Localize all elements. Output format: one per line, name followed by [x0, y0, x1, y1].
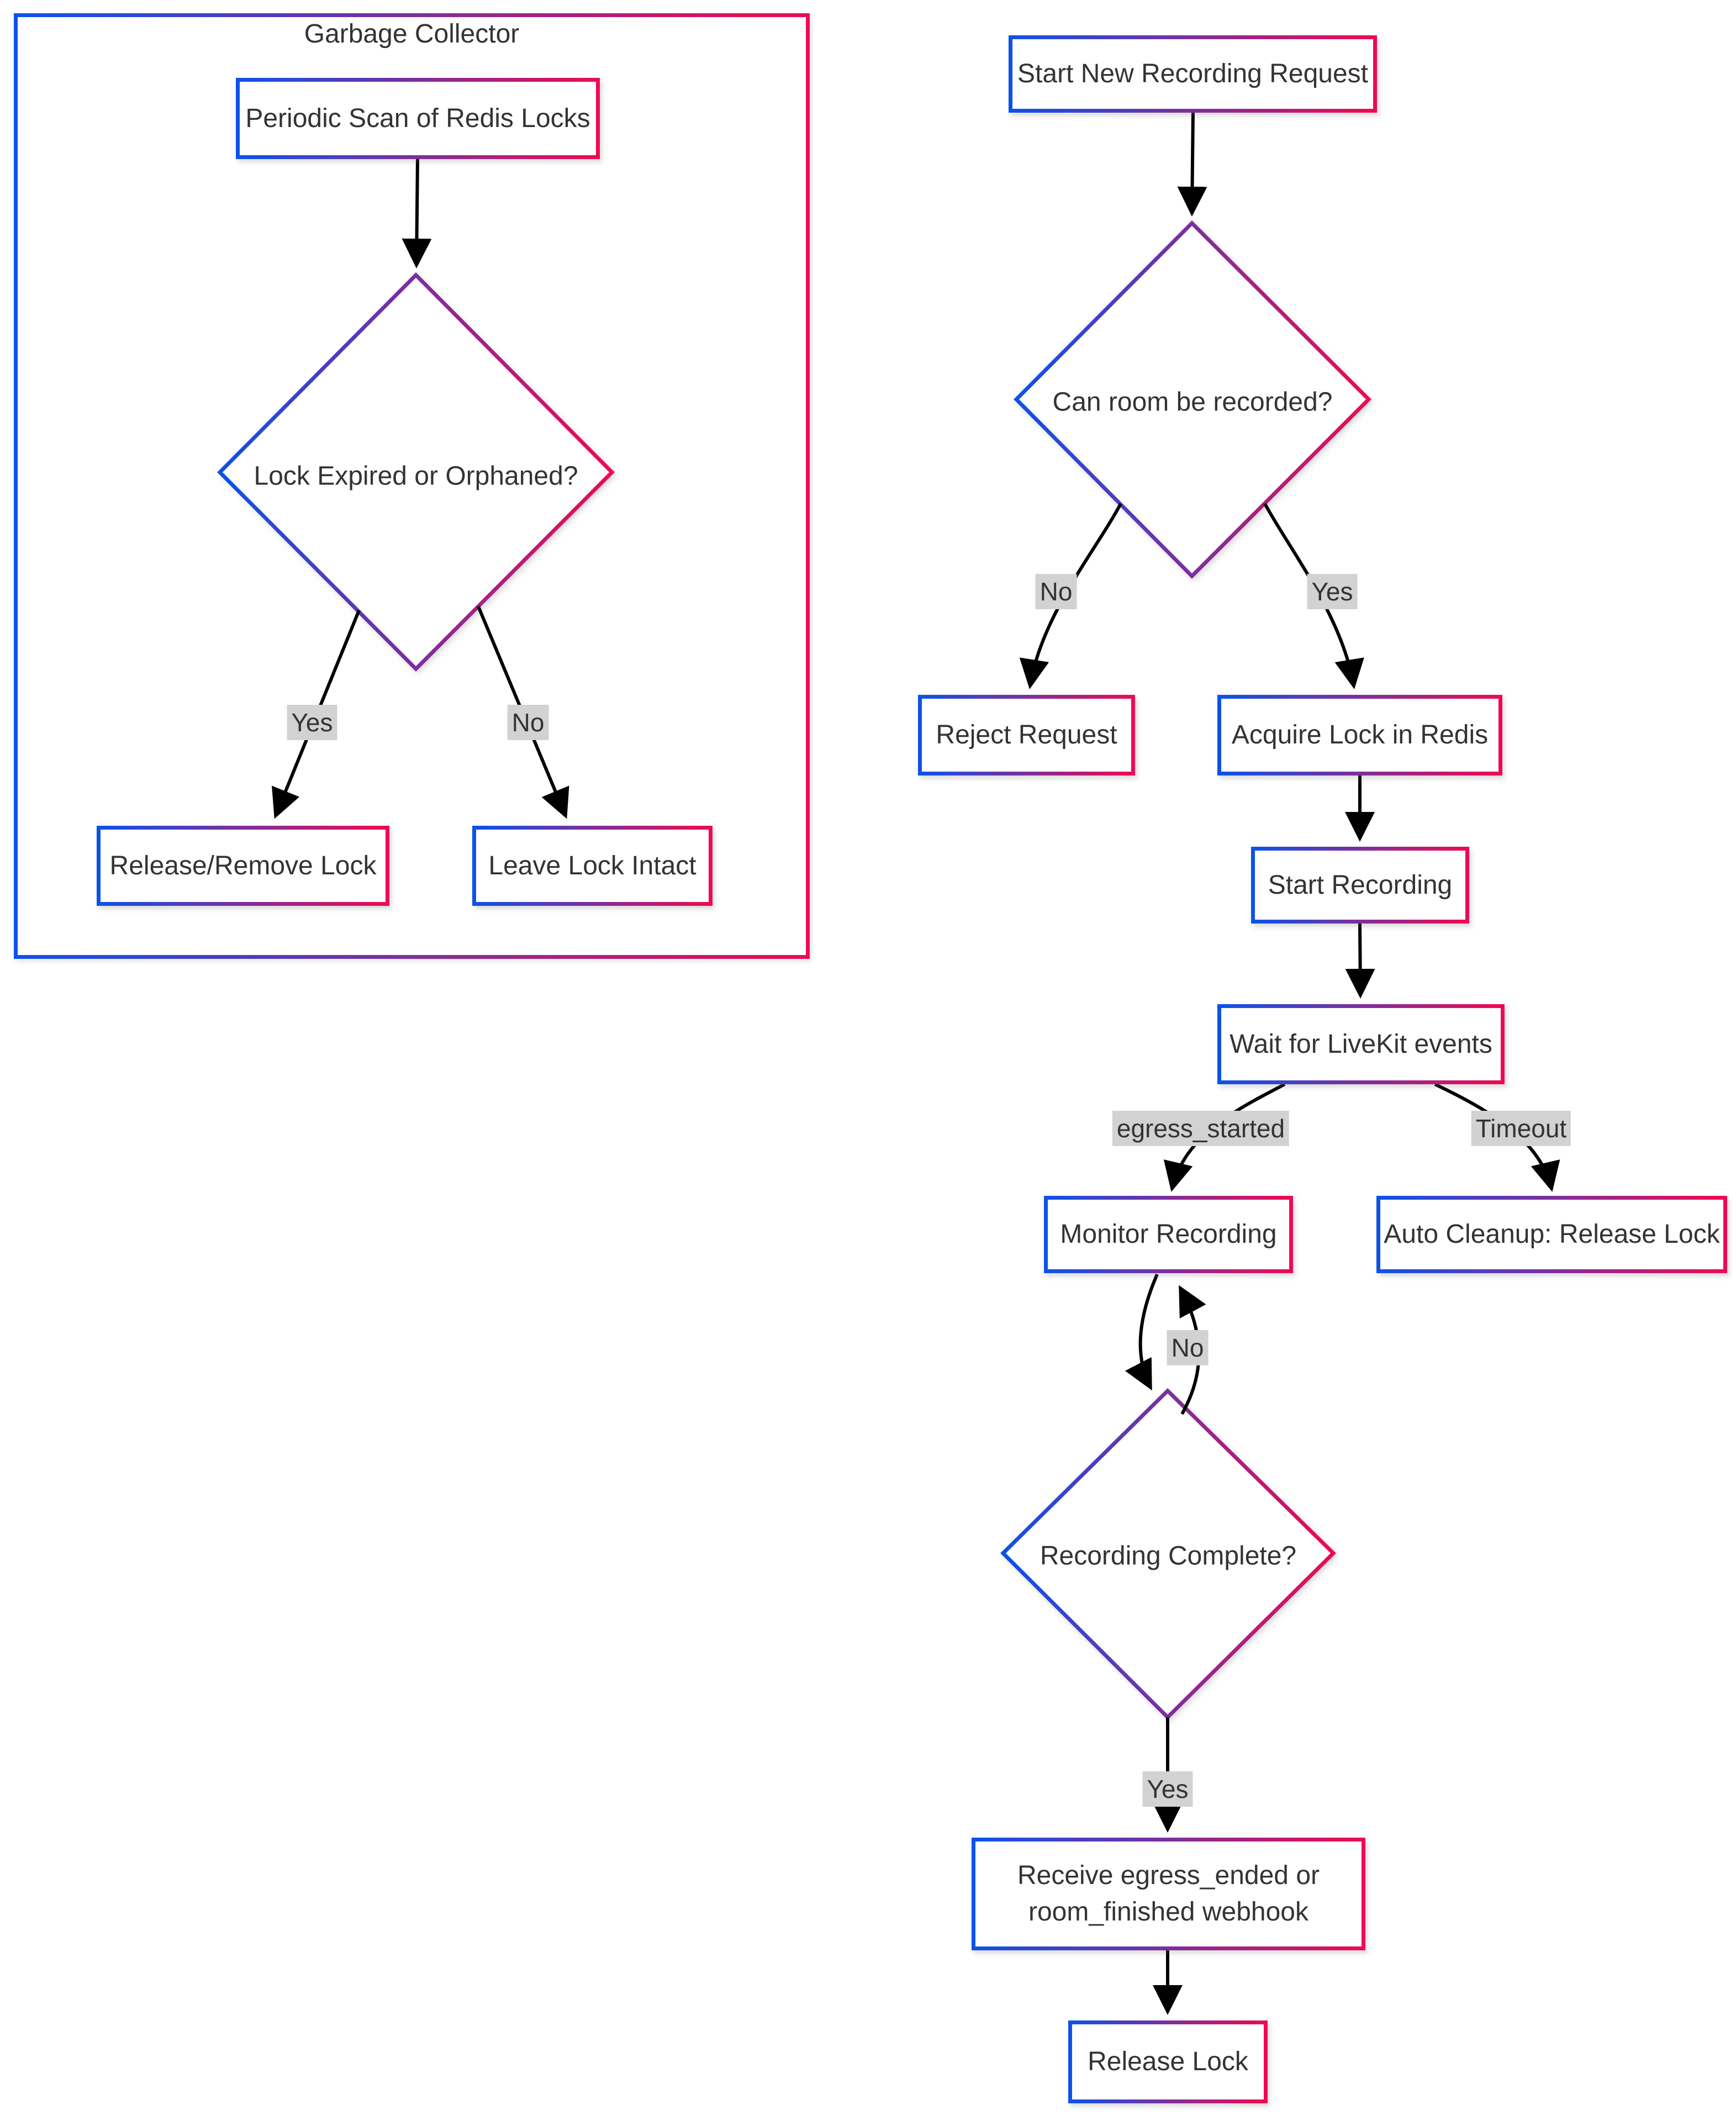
node-receive-webhook: Receive egress_ended or room_finished we…: [972, 1838, 1365, 1950]
node-release-remove-lock-label: Release/Remove Lock: [109, 851, 377, 880]
edge-label-loop-no: No: [1167, 1330, 1209, 1365]
node-wait-for-livekit-events: Wait for LiveKit events: [1217, 1004, 1505, 1084]
edge-start-request-to-can-record: [1177, 112, 1207, 217]
node-start-recording-label: Start Recording: [1268, 870, 1453, 900]
edge-label-can-yes: Yes: [1307, 574, 1358, 609]
node-wait-for-livekit-events-label: Wait for LiveKit events: [1230, 1029, 1492, 1059]
node-reject-request: Reject Request: [918, 695, 1135, 775]
edge-monitor-to-recording-complete: [1125, 1273, 1159, 1391]
subgraph-title-garbage-collector: Garbage Collector: [304, 19, 520, 49]
node-start-recording: Start Recording: [1251, 847, 1469, 924]
decision-recording-complete-label: Recording Complete?: [1040, 1541, 1297, 1571]
node-periodic-scan-label: Periodic Scan of Redis Locks: [245, 103, 590, 133]
edge-label-can-no: No: [1035, 574, 1077, 609]
node-leave-lock-intact-label: Leave Lock Intact: [488, 851, 696, 880]
node-release-lock-label: Release Lock: [1088, 2047, 1248, 2076]
decision-lock-expired-label: Lock Expired or Orphaned?: [254, 461, 578, 491]
edge-label-timeout: Timeout: [1471, 1111, 1571, 1146]
edge-label-gc-no: No: [507, 705, 549, 740]
node-start-new-recording-request-label: Start New Recording Request: [1017, 59, 1368, 88]
node-receive-webhook-line1: Receive egress_ended or: [1017, 1861, 1320, 1890]
node-monitor-recording: Monitor Recording: [1044, 1196, 1293, 1273]
node-periodic-scan: Periodic Scan of Redis Locks: [236, 78, 600, 159]
node-acquire-lock-in-redis: Acquire Lock in Redis: [1217, 695, 1502, 775]
node-auto-cleanup-release-lock: Auto Cleanup: Release Lock: [1376, 1196, 1727, 1273]
decision-can-record-label: Can room be recorded?: [1052, 387, 1333, 417]
node-receive-webhook-line2: room_finished webhook: [1028, 1897, 1308, 1927]
node-release-remove-lock: Release/Remove Lock: [97, 826, 389, 906]
node-start-new-recording-request: Start New Recording Request: [1009, 35, 1377, 113]
node-leave-lock-intact: Leave Lock Intact: [472, 826, 713, 906]
edge-label-gc-yes: Yes: [287, 705, 337, 740]
node-auto-cleanup-release-lock-label: Auto Cleanup: Release Lock: [1384, 1220, 1720, 1249]
node-release-lock: Release Lock: [1068, 2020, 1268, 2103]
node-reject-request-label: Reject Request: [936, 720, 1117, 750]
edge-label-complete-yes: Yes: [1142, 1771, 1193, 1807]
decision-can-record-shape: [1014, 220, 1371, 579]
node-acquire-lock-in-redis-label: Acquire Lock in Redis: [1231, 720, 1489, 750]
edge-periodic-to-lock-expired: [402, 159, 432, 268]
decision-lock-expired-shape: [217, 272, 615, 672]
node-monitor-recording-label: Monitor Recording: [1060, 1220, 1277, 1249]
edge-label-egress-started: egress_started: [1112, 1111, 1290, 1146]
